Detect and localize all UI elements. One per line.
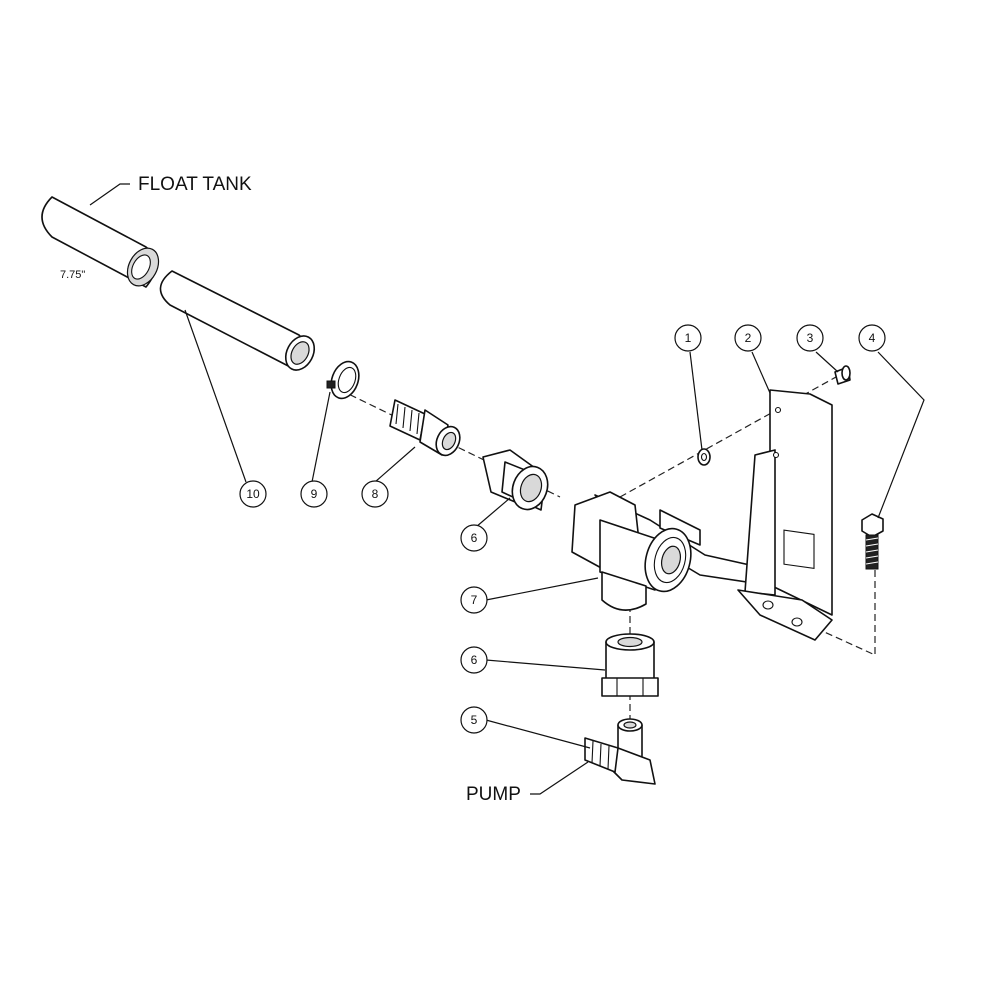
pump-label: PUMP	[466, 784, 521, 805]
callout-2-number: 2	[745, 331, 752, 345]
callout-3: 3	[796, 324, 824, 352]
callout-2: 2	[734, 324, 762, 352]
callout-5: 5	[460, 706, 488, 734]
callout-6-lower: 6	[460, 646, 488, 674]
screw-part-3	[834, 365, 851, 385]
elbow-part-5	[584, 718, 656, 785]
float-tank-label: FLOAT TANK	[138, 174, 252, 195]
callout-4-number: 4	[869, 331, 876, 345]
washer-part-1	[697, 448, 711, 466]
callout-8: 8	[361, 480, 389, 508]
callout-10: 10	[239, 480, 267, 508]
bushing-part-6-lower	[601, 633, 659, 697]
bolt-axis	[819, 570, 876, 656]
hose-clamp-part-9	[326, 360, 360, 400]
callout-10-number: 10	[246, 487, 260, 501]
callout-9: 9	[300, 480, 328, 508]
mounting-bracket-part-2	[737, 389, 833, 641]
hose-barb-part-8	[389, 399, 461, 457]
leader-lines	[89, 183, 925, 795]
callout-1: 1	[674, 324, 702, 352]
callout-9-number: 9	[311, 487, 318, 501]
callout-6-upper: 6	[460, 524, 488, 552]
hex-bolt-part-4	[861, 513, 884, 570]
callout-7: 7	[460, 586, 488, 614]
hose-part-10	[159, 270, 316, 371]
dimension-label: 7.75"	[60, 269, 85, 281]
callout-3-number: 3	[807, 331, 814, 345]
callout-balloons: 1 2 3 4 10 9 8 6	[239, 324, 886, 734]
callout-4: 4	[858, 324, 886, 352]
callout-7-number: 7	[471, 593, 478, 607]
bushing-part-6-upper	[482, 449, 549, 511]
callout-1-number: 1	[685, 331, 692, 345]
float-tank-pipe	[41, 196, 160, 288]
callout-5-number: 5	[471, 713, 478, 727]
callout-6-lower-number: 6	[471, 653, 478, 667]
bracket-axis	[619, 371, 846, 498]
callout-8-number: 8	[372, 487, 379, 501]
callout-6-upper-number: 6	[471, 531, 478, 545]
